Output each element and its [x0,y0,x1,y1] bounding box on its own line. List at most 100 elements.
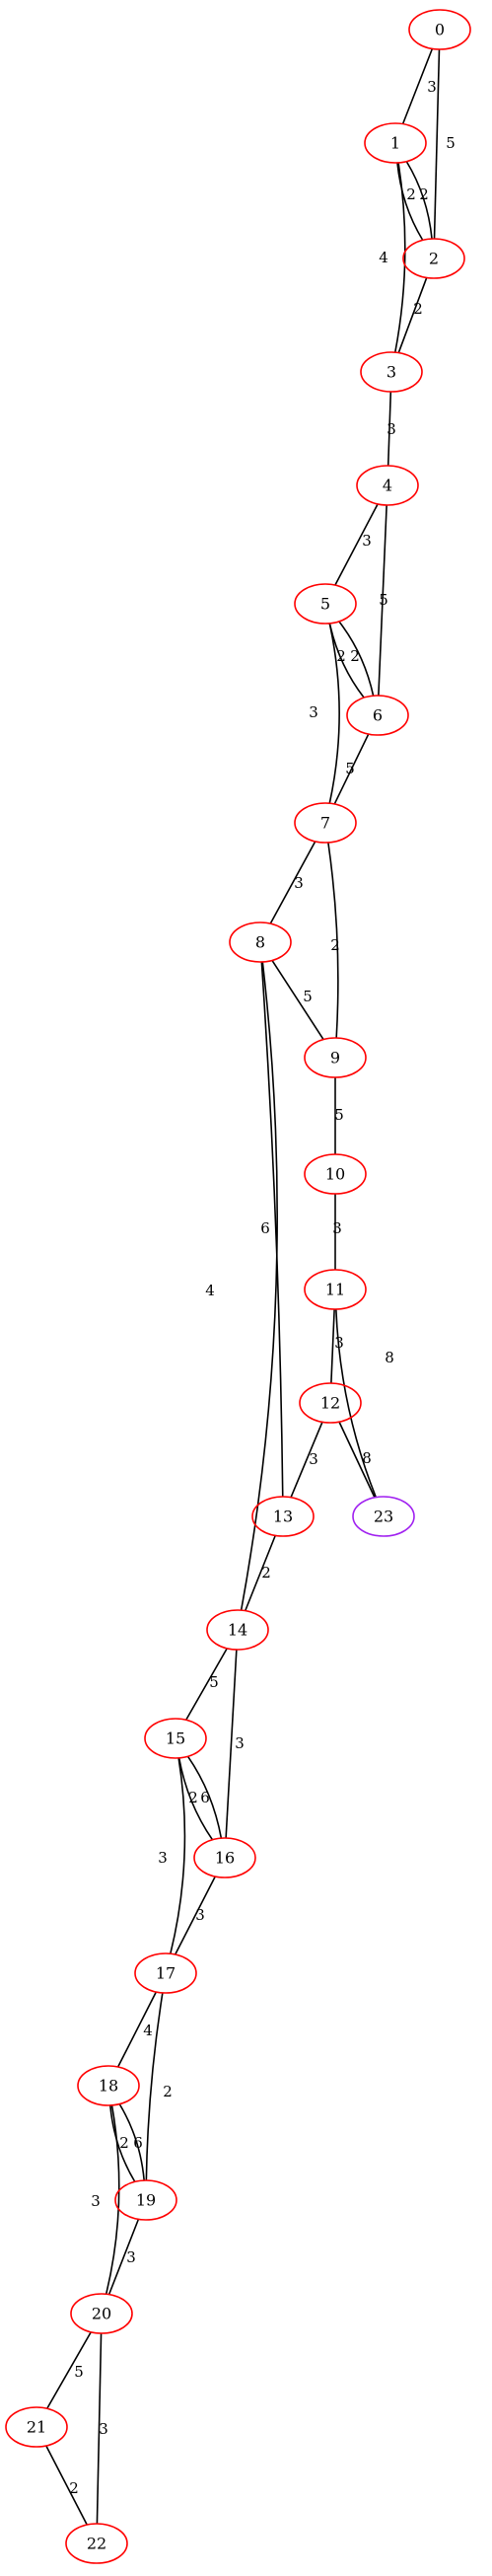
edge-weight-label: 3 [387,420,396,438]
edge-weight-label: 6 [200,1789,210,1806]
node-20: 20 [70,2293,133,2334]
edge-weight-label: 3 [195,1906,205,1924]
edge-weight-label: 3 [309,703,318,721]
node-ellipse [206,1609,269,1651]
edge-line [225,1649,238,1839]
edge-16-17: 3 [175,1876,216,1955]
node-18: 18 [77,2065,140,2106]
edge-weight-label: 2 [336,647,346,665]
node-ellipse [65,2523,128,2564]
edge-line [338,621,375,697]
edge-weight-label: 8 [362,1449,372,1467]
edge-line [175,1876,216,1955]
node-13: 13 [251,1496,315,1537]
edge-4-6: 5 [378,504,388,697]
edge-weight-label: 8 [385,1349,394,1366]
node-label: 8 [255,933,265,952]
edge-17-18: 4 [116,1991,158,2068]
edge-weight-label: 3 [309,1450,318,1468]
edge-line [401,48,434,124]
node-label: 1 [390,134,400,153]
edge-weight-label: 3 [294,874,304,892]
node-label: 7 [320,814,330,833]
edge-5-6: 2 [328,623,365,699]
node-label: 5 [320,595,330,614]
edge-line [330,1308,335,1384]
node-ellipse [408,9,471,50]
edge-line [397,277,428,353]
edge-line [109,2104,136,2182]
edge-line [177,1757,214,1841]
edge-line [334,503,379,586]
node-label: 14 [228,1621,247,1640]
node-ellipse [304,1153,367,1195]
edge-line [393,162,406,353]
node-label: 4 [383,477,392,495]
edge-weight-label: 5 [209,1673,219,1691]
edge-line [396,162,424,241]
edge-line [107,2219,140,2295]
edge-line [378,504,387,697]
edge-weight-label: 4 [205,1282,215,1299]
edge-4-5: 3 [334,503,379,586]
edge-line [271,960,324,1040]
node-label: 17 [156,1964,176,1983]
edge-17-19: 2 [145,1992,173,2181]
node-ellipse [229,921,292,963]
edge-20-21: 5 [46,2331,92,2409]
edge-weight-label: 2 [419,185,429,203]
node-ellipse [346,695,409,736]
edge-weight-label: 3 [158,1849,168,1867]
node-ellipse [304,1269,367,1310]
edge-weight-label: 5 [74,2363,84,2381]
node-label: 19 [136,2191,156,2210]
edge-weight-label: 2 [69,2479,79,2497]
node-9: 9 [304,1037,367,1078]
node-16: 16 [193,1837,256,1878]
edge-21-22: 2 [45,2445,88,2526]
edge-line [387,391,392,467]
edge-10-11: 3 [332,1194,342,1270]
node-label: 12 [320,1394,340,1413]
edge-15-17: 3 [158,1757,186,1954]
node-6: 6 [346,695,409,736]
edge-line [170,1757,186,1954]
node-ellipse [77,2065,140,2106]
edge-weight-label: 5 [334,1106,344,1124]
node-4: 4 [356,465,419,506]
edge-line [116,1991,158,2068]
node-ellipse [193,1837,256,1878]
edge-6-7: 5 [333,733,370,805]
node-label: 23 [374,1508,393,1526]
node-11: 11 [304,1269,367,1310]
edge-1-2: 2 [396,162,429,241]
edge-1-3: 4 [379,162,406,353]
edge-line [185,1648,228,1721]
edge-13-14: 2 [245,1535,276,1611]
edge-8-13: 6 [260,961,284,1498]
node-7: 7 [294,802,357,844]
edge-weight-label: 2 [350,647,360,665]
edge-9-10: 5 [334,1077,344,1154]
node-ellipse [114,2179,177,2221]
edge-18-20: 3 [91,2104,120,2295]
edge-5-6: 2 [336,621,375,697]
edge-line [96,2332,103,2525]
edge-line [240,961,278,1611]
node-ellipse [364,122,427,164]
node-label: 16 [215,1849,235,1868]
node-label: 15 [166,1730,185,1748]
edge-20-22: 3 [96,2332,108,2525]
edge-7-8: 3 [269,841,316,924]
edge-weight-label: 3 [235,1734,245,1752]
edge-weight-label: 5 [446,134,456,152]
edge-15-16: 2 [186,1755,223,1839]
node-label: 20 [92,2305,111,2323]
edge-18-19: 2 [118,2103,145,2181]
node-14: 14 [206,1609,269,1651]
edge-line [269,841,316,924]
edge-14-15: 5 [185,1648,228,1721]
edge-line [327,842,339,1039]
